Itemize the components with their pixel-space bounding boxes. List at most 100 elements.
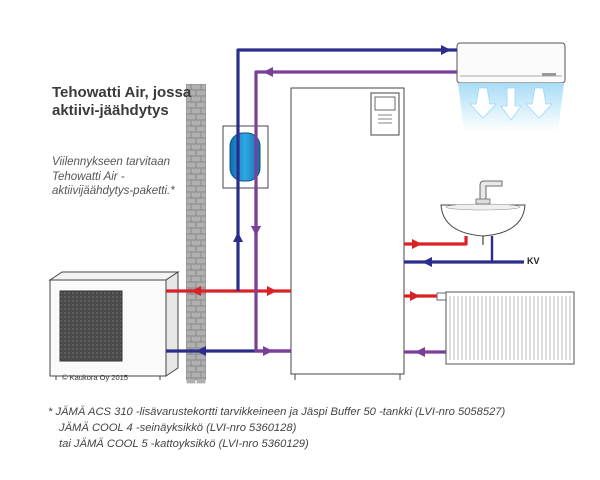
brick	[196, 90, 206, 96]
brick	[201, 228, 206, 234]
brick	[196, 210, 206, 216]
brick	[201, 336, 206, 342]
brick	[186, 138, 196, 144]
radiator	[436, 291, 575, 365]
display-screen	[374, 96, 396, 111]
outdoor-heat-pump	[48, 271, 180, 380]
washbasin	[440, 180, 526, 245]
brick	[186, 366, 196, 372]
brick	[191, 228, 201, 234]
brick	[201, 312, 206, 318]
brick	[186, 264, 191, 270]
brick	[186, 372, 191, 378]
diagram-title: Tehowatti Air, jossa aktiivi-jäähdytys	[52, 84, 192, 119]
brick	[191, 264, 201, 270]
flow-arrows	[191, 45, 451, 357]
brick	[186, 216, 191, 222]
brick	[196, 126, 206, 132]
pipe-hot-water	[404, 236, 468, 246]
brick	[186, 186, 196, 192]
brick	[196, 234, 206, 240]
brick	[191, 312, 201, 318]
brick	[186, 270, 196, 276]
brick	[196, 258, 206, 264]
diagram-subtitle: Viilennykseen tarvitaan Tehowatti Air -a…	[52, 156, 175, 197]
brick	[186, 234, 196, 240]
brick	[186, 120, 191, 126]
brick	[196, 246, 206, 252]
brick	[201, 120, 206, 126]
brick	[191, 180, 201, 186]
brick	[186, 228, 191, 234]
brick	[201, 324, 206, 330]
fan-grill	[59, 290, 123, 362]
brick	[186, 114, 196, 120]
brick	[191, 216, 201, 222]
brick	[201, 252, 206, 258]
brick	[186, 294, 196, 300]
brick	[186, 180, 191, 186]
brick	[201, 372, 206, 378]
brick	[186, 330, 196, 336]
brick	[201, 144, 206, 150]
brick	[196, 318, 206, 324]
brick	[201, 240, 206, 246]
indoor-unit	[290, 87, 405, 380]
buffer-tank	[222, 125, 269, 189]
brick	[186, 306, 196, 312]
brick	[196, 162, 206, 168]
brick	[196, 150, 206, 156]
brick	[191, 120, 201, 126]
brick	[201, 264, 206, 270]
brick	[191, 204, 201, 210]
brick	[201, 96, 206, 102]
brick	[186, 240, 191, 246]
footnote-line-3: tai JÄMÄ COOL 5 -kattoyksikkö (LVI-nro 5…	[59, 438, 309, 450]
brick	[186, 168, 191, 174]
brick	[196, 186, 206, 192]
brick	[196, 270, 206, 276]
brick	[201, 180, 206, 186]
brick	[186, 126, 196, 132]
brick	[196, 378, 206, 384]
brick	[201, 360, 206, 366]
brick	[191, 156, 201, 162]
brick	[201, 192, 206, 198]
brick	[186, 252, 191, 258]
brick	[186, 102, 196, 108]
brick	[196, 366, 206, 372]
brick	[186, 378, 196, 384]
brick	[186, 354, 196, 360]
brick	[191, 132, 201, 138]
brick	[186, 300, 191, 306]
brick	[191, 84, 201, 90]
brick	[191, 300, 201, 306]
brick	[186, 198, 196, 204]
brick	[186, 324, 191, 330]
brick	[186, 336, 191, 342]
pipe-cooling-supply	[236, 48, 457, 291]
brick	[191, 324, 201, 330]
brick	[191, 96, 201, 102]
pipe-purple-return	[254, 188, 291, 353]
brick	[186, 132, 191, 138]
brick	[186, 222, 196, 228]
brick	[201, 276, 206, 282]
brick	[196, 330, 206, 336]
brick	[186, 282, 196, 288]
brick	[191, 108, 201, 114]
brick	[186, 162, 196, 168]
brick	[191, 360, 201, 366]
brick	[186, 210, 196, 216]
brick	[186, 246, 196, 252]
brick	[186, 204, 191, 210]
footnote: * JÄMÄ ACS 310 -lisävarustekortti tarvik…	[48, 404, 593, 452]
brick	[201, 132, 206, 138]
brick	[186, 144, 191, 150]
wall-cooling-unit	[456, 42, 566, 131]
brick	[191, 240, 201, 246]
brick	[186, 258, 196, 264]
brick	[191, 372, 201, 378]
brick	[201, 168, 206, 174]
